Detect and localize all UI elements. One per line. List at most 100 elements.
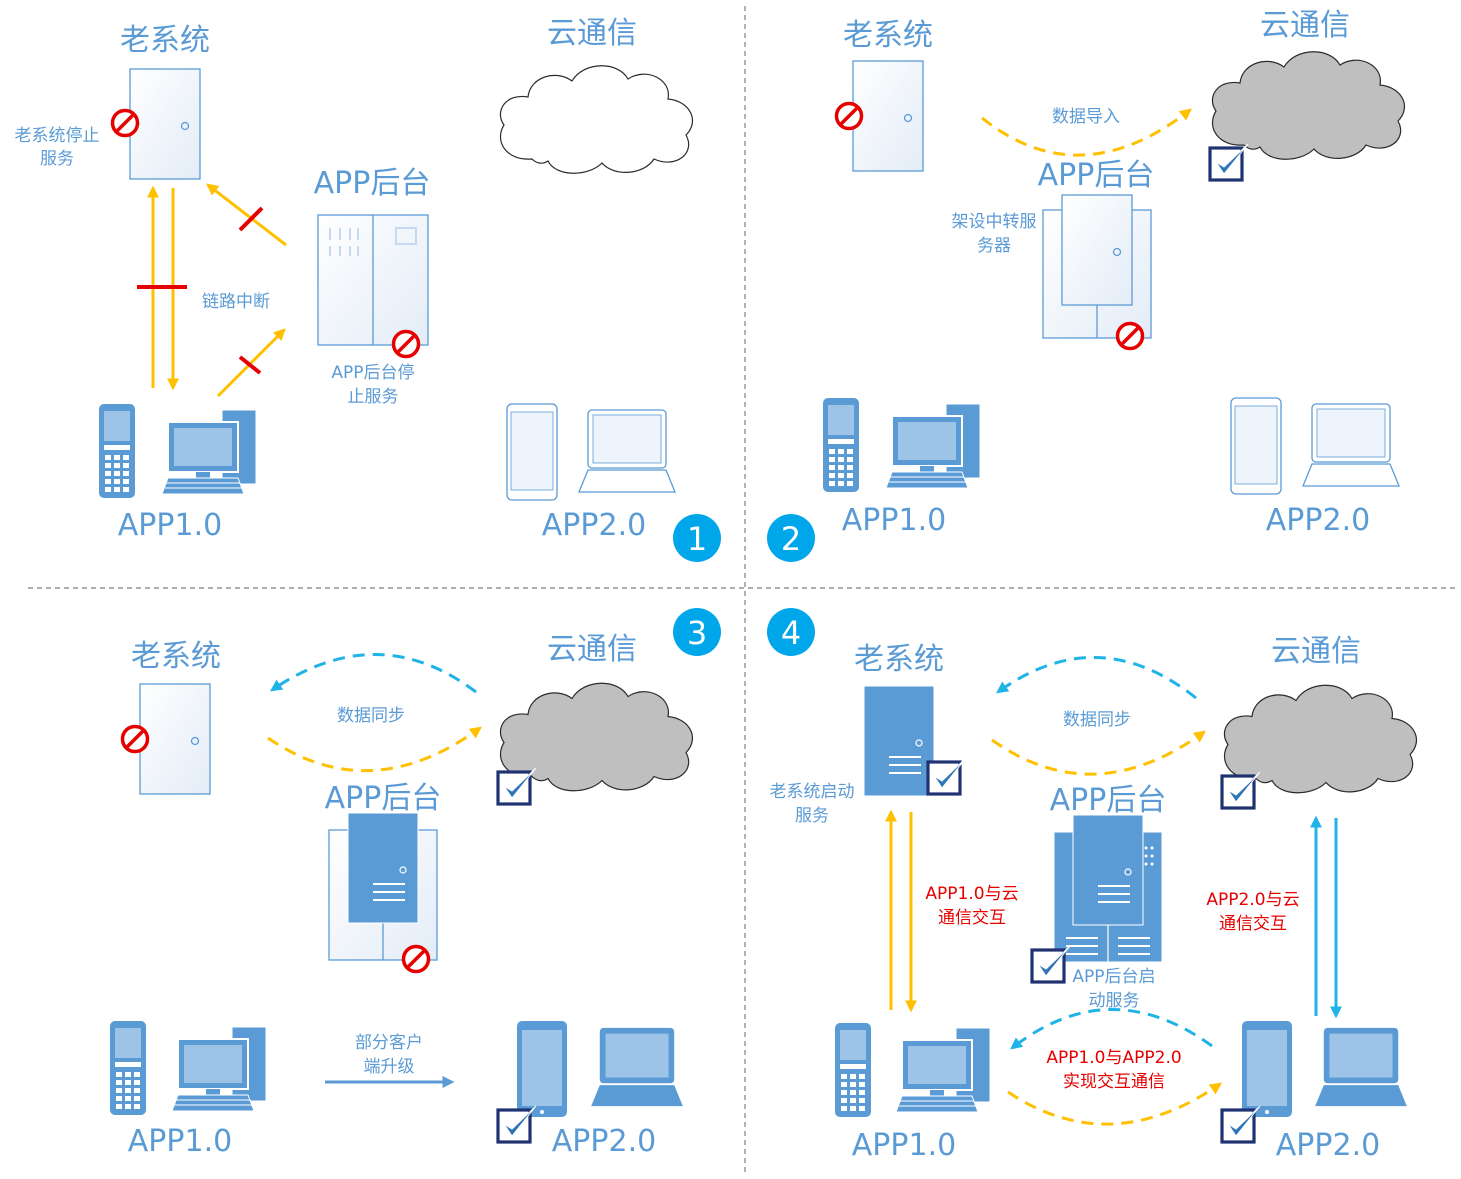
backend-stop-label-2: 止服务 (348, 387, 399, 407)
old-system-server-icon (139, 683, 211, 795)
stop-sign-icon (391, 329, 421, 359)
backend-start-label: APP后台启 (1072, 967, 1155, 987)
new-server-icon (1072, 814, 1144, 926)
backend-start-label-2: 动服务 (1089, 991, 1140, 1011)
laptop-icon (1315, 1027, 1407, 1107)
step-badge (673, 608, 721, 656)
tablet-icon (517, 1021, 567, 1117)
cloud-label: 云通信 (1271, 634, 1361, 669)
check-icon (1220, 1104, 1262, 1144)
panel-4: 4 老系统 云通信 老系统启动 服务 数据同步 APP1.0与云 通信交互 AP… (767, 608, 1418, 1163)
app-backend-server-icon (317, 214, 429, 346)
client-to-backend-arrow (216, 328, 286, 398)
relay-server-icon (1061, 194, 1133, 306)
check-icon (1208, 142, 1250, 182)
app1-label: APP1.0 (128, 1124, 232, 1159)
desktop-computer-icon (895, 1027, 991, 1113)
panel-2: 老系统 云通信 数据导入 APP后台 架设中转服 务器 APP1.0 APP2.… (767, 8, 1406, 562)
check-icon (1030, 944, 1072, 984)
stop-sign-icon (120, 724, 150, 754)
app2-label: APP2.0 (1266, 503, 1370, 538)
old-system-stop-label-2: 服务 (40, 149, 74, 169)
app1-label: APP1.0 (118, 508, 222, 543)
old-system-start-label-2: 服务 (795, 806, 829, 826)
app1-cloud-label: APP1.0与云 (925, 884, 1018, 904)
cloud-icon (499, 65, 694, 174)
panel-3: 3 老系统 云通信 数据同步 APP后台 部分客户 端升级 APP1.0 APP… (110, 608, 721, 1159)
app-backend-label: APP后台 (1038, 158, 1155, 193)
step-number: 2 (781, 520, 801, 558)
app2-label: APP2.0 (1276, 1128, 1380, 1163)
cloud-label: 云通信 (547, 632, 637, 667)
old-system-server-icon (129, 68, 201, 180)
app2-cloud-label-2: 通信交互 (1219, 914, 1287, 934)
sync-to-cloud-arrow (267, 726, 482, 773)
tablet-icon (506, 403, 558, 501)
mobile-phone-icon (823, 398, 859, 492)
cloud-icon (1211, 51, 1406, 160)
laptop-icon (591, 1027, 683, 1107)
data-import-label: 数据导入 (1052, 107, 1120, 127)
sync-to-old-arrow (270, 653, 477, 694)
relay-server-label: 架设中转服 (952, 212, 1037, 232)
step-badge (673, 514, 721, 562)
app-backend-label: APP后台 (1050, 783, 1167, 818)
tablet-icon (1230, 397, 1282, 495)
data-sync-label: 数据同步 (1063, 710, 1131, 730)
check-icon (496, 766, 538, 806)
check-icon (926, 756, 968, 796)
upgrade-label: 部分客户 (355, 1033, 423, 1053)
old-system-label: 老系统 (131, 639, 221, 674)
app1-cloud-label-2: 通信交互 (938, 908, 1006, 928)
upgrade-label-2: 端升级 (364, 1057, 415, 1077)
laptop-icon (578, 409, 676, 493)
link-broken-label: 链路中断 (202, 292, 270, 312)
app2-cloud-label: APP2.0与云 (1206, 890, 1299, 910)
cloud-label: 云通信 (1260, 8, 1350, 43)
data-import-arrow (981, 108, 1192, 157)
break-mark (238, 355, 262, 375)
backend-stop-label: APP后台停 (331, 363, 414, 383)
old-system-server-icon (852, 60, 924, 172)
relay-server-label-2: 务器 (977, 236, 1011, 256)
break-mark (238, 206, 264, 232)
app1-label: APP1.0 (842, 503, 946, 538)
interop-label: APP1.0与APP2.0 (1046, 1048, 1181, 1068)
sync-to-cloud-arrow (991, 730, 1206, 776)
old-system-label: 老系统 (120, 23, 210, 58)
app2-to-app1-arrow (1010, 1008, 1213, 1050)
stop-sign-icon (834, 101, 864, 131)
laptop-icon (1302, 403, 1400, 487)
sync-to-old-arrow (996, 656, 1197, 700)
mobile-phone-icon (835, 1023, 871, 1117)
desktop-computer-icon (161, 409, 257, 495)
new-server-icon (347, 812, 419, 924)
mobile-phone-icon (99, 404, 135, 498)
old-system-label: 老系统 (854, 642, 944, 677)
old-system-label: 老系统 (843, 18, 933, 53)
cloud-label: 云通信 (547, 16, 637, 51)
stop-sign-icon (401, 944, 431, 974)
panel-1: 老系统 云通信 老系统停止 服务 链路中断 APP后台 APP后台停 止服 (15, 16, 721, 562)
stop-sign-icon (1115, 321, 1145, 351)
step-number: 3 (687, 614, 707, 652)
app1-label: APP1.0 (852, 1128, 956, 1163)
step-number: 1 (687, 520, 707, 558)
mobile-phone-icon (110, 1021, 146, 1115)
app2-label: APP2.0 (542, 508, 646, 543)
tablet-icon (1242, 1021, 1292, 1117)
step-badge (767, 514, 815, 562)
desktop-computer-icon (171, 1026, 267, 1112)
desktop-computer-icon (885, 403, 981, 489)
old-system-server-icon (863, 685, 935, 797)
step-badge (767, 608, 815, 656)
check-icon (496, 1104, 538, 1144)
interop-label-2: 实现交互通信 (1063, 1072, 1165, 1092)
app2-label: APP2.0 (552, 1124, 656, 1159)
data-sync-label: 数据同步 (337, 706, 405, 726)
step-number: 4 (781, 614, 801, 652)
check-icon (1220, 770, 1262, 810)
app-backend-label: APP后台 (314, 166, 431, 201)
app-backend-label: APP后台 (325, 781, 442, 816)
